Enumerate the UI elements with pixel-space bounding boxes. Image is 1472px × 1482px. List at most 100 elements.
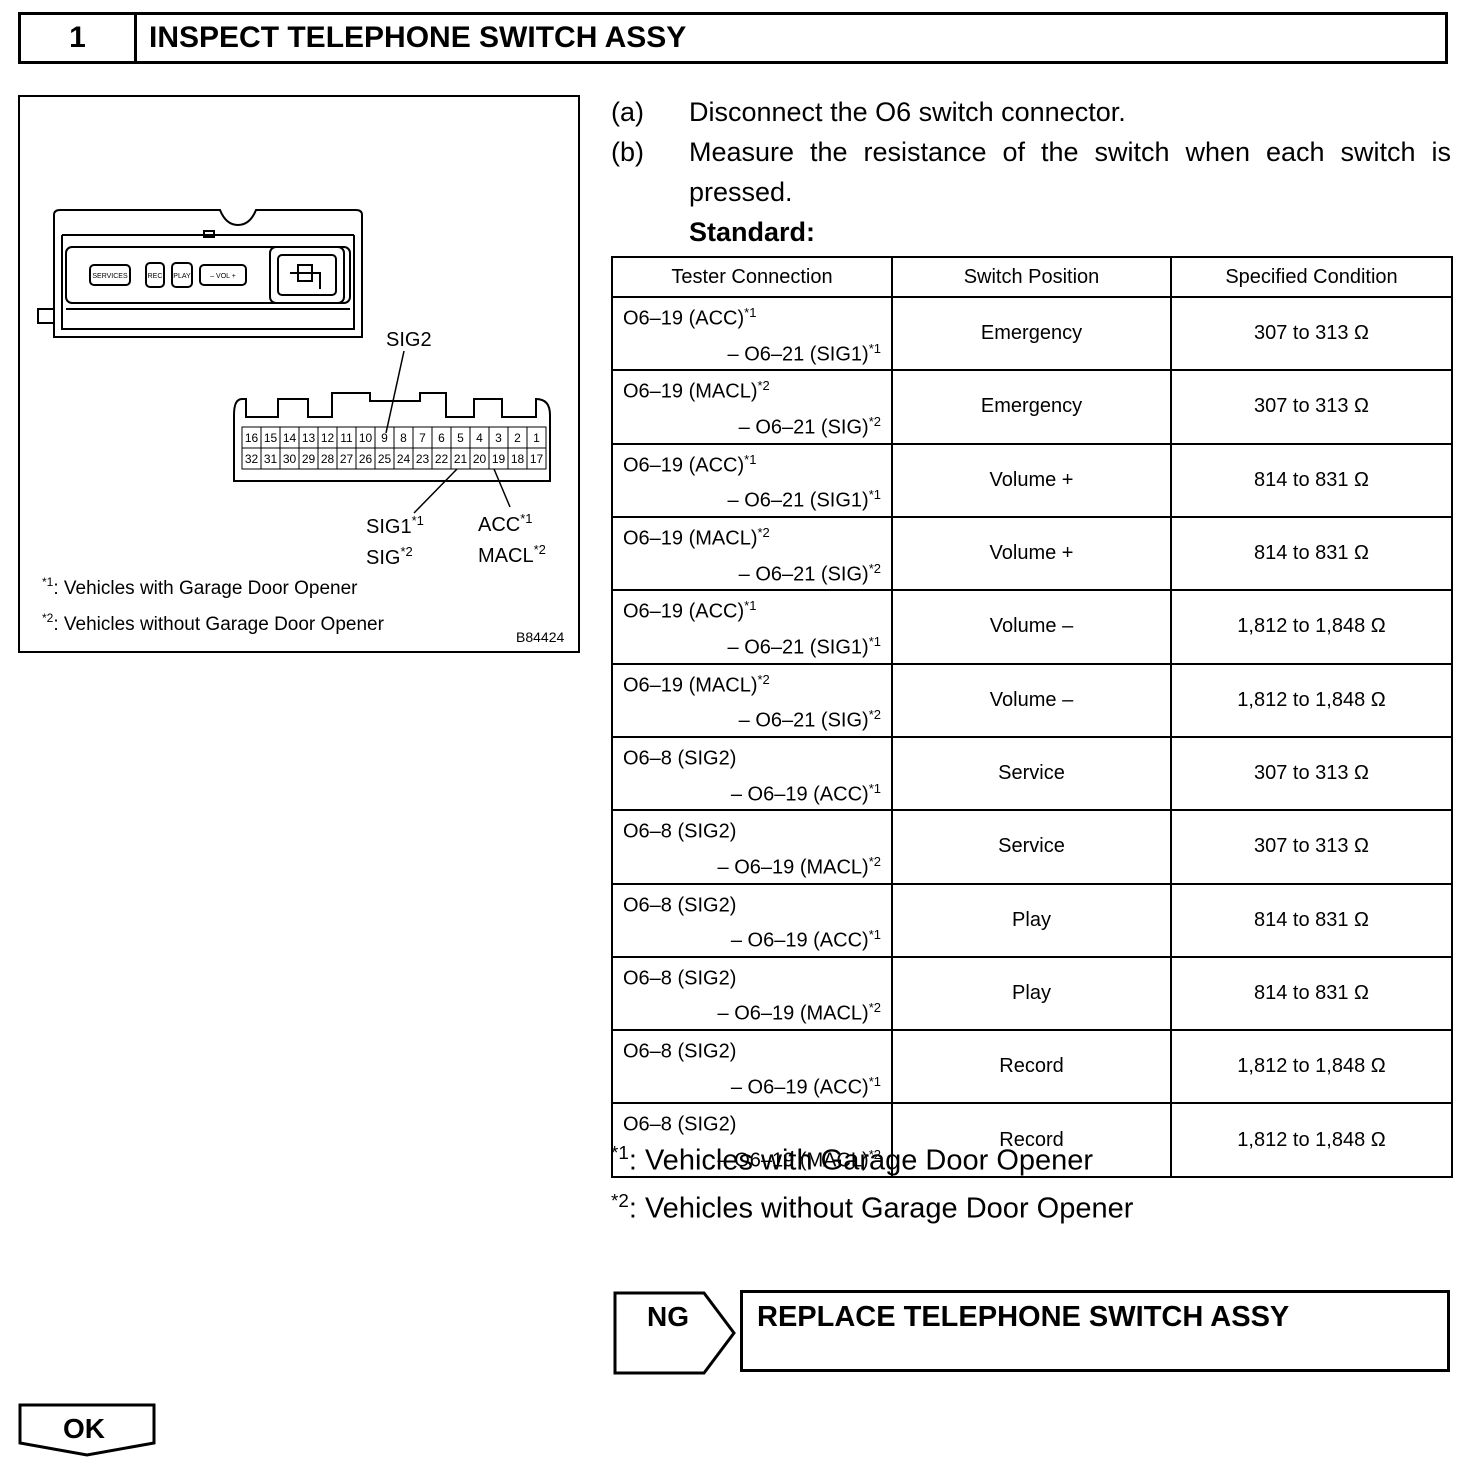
- connector-pin-number: 19: [492, 452, 506, 466]
- connector-pin-number: 21: [454, 452, 468, 466]
- specified-condition-cell: 307 to 313 Ω: [1170, 735, 1453, 812]
- connector-body: [233, 392, 551, 482]
- step-b-text: Measure the resistance of the switch whe…: [689, 137, 1451, 207]
- connector-pin-number: 26: [359, 452, 373, 466]
- connector-pin-number: 25: [378, 452, 392, 466]
- connector-pin-number: 6: [438, 431, 445, 445]
- procedure-steps: (a) Disconnect the O6 switch connector. …: [611, 92, 1451, 252]
- resistance-spec-table: Tester Connection Switch Position Specif…: [611, 256, 1453, 1178]
- acc-label: ACC*1: [478, 511, 533, 536]
- tester-connection-cell: O6–19 (MACL)*2– O6–21 (SIG)*2: [611, 515, 893, 592]
- tester-connection-cell: O6–8 (SIG2)– O6–19 (MACL)*2: [611, 1102, 893, 1178]
- tester-connection-cell: O6–8 (SIG2)– O6–19 (ACC)*1: [611, 735, 893, 812]
- volume-button: [199, 264, 247, 286]
- table-note-2: *2: Vehicles without Garage Door Opener: [611, 1189, 1134, 1225]
- switch-position-cell: Emergency: [891, 295, 1172, 372]
- tester-connection-cell: O6–8 (SIG2)– O6–19 (MACL)*2: [611, 955, 893, 1032]
- connector-pin-number: 27: [340, 452, 354, 466]
- switch-position-cell: Service: [891, 809, 1172, 885]
- specified-condition-cell: 1,812 to 1,848 Ω: [1170, 1102, 1453, 1178]
- volume-button-label: – VOL +: [210, 273, 236, 280]
- sig1-label: SIG1*1: [366, 513, 424, 538]
- connector-pin-number: 14: [283, 431, 297, 445]
- ng-action: REPLACE TELEPHONE SWITCH ASSY: [740, 1290, 1450, 1372]
- specified-condition-cell: 307 to 313 Ω: [1170, 369, 1453, 445]
- connector-pin-number: 31: [264, 452, 278, 466]
- sig-label: SIG*2: [366, 544, 413, 569]
- switch-position-cell: Play: [891, 955, 1172, 1032]
- connector-pin-number: 16: [245, 431, 259, 445]
- specified-condition-cell: 814 to 831 Ω: [1170, 882, 1453, 958]
- connector-pin-number: 7: [419, 431, 426, 445]
- connector-pin-number: 9: [381, 431, 388, 445]
- connector-pin-number: 5: [457, 431, 464, 445]
- connector-pin-number: 2: [514, 431, 521, 445]
- tester-connection-cell: O6–8 (SIG2)– O6–19 (ACC)*1: [611, 1029, 893, 1105]
- connector-pin-number: 10: [359, 431, 373, 445]
- specified-condition-cell: 1,812 to 1,848 Ω: [1170, 589, 1453, 665]
- specified-condition-cell: 1,812 to 1,848 Ω: [1170, 662, 1453, 738]
- connector-pin-number: 23: [416, 452, 430, 466]
- specified-condition-cell: 307 to 313 Ω: [1170, 809, 1453, 885]
- connector-pin-number: 13: [302, 431, 316, 445]
- tester-connection-cell: O6–19 (MACL)*2– O6–21 (SIG)*2: [611, 369, 893, 445]
- col-header-specified-condition: Specified Condition: [1170, 256, 1453, 298]
- play-button: [171, 262, 193, 288]
- callout-lines: [385, 350, 511, 514]
- switch-position-cell: Volume +: [891, 442, 1172, 518]
- connector-pin-number: 18: [511, 452, 525, 466]
- ng-label: NG: [647, 1301, 689, 1332]
- connector-pin-number: 30: [283, 452, 297, 466]
- switch-buttons: SERVICES REC PLAY – VOL +: [89, 262, 247, 288]
- specified-condition-cell: 814 to 831 Ω: [1170, 955, 1453, 1032]
- connector-pin-number: 12: [321, 431, 335, 445]
- connector-pin-number: 28: [321, 452, 335, 466]
- connector-pin-number: 4: [476, 431, 483, 445]
- switch-position-cell: Play: [891, 882, 1172, 958]
- specified-condition-cell: 307 to 313 Ω: [1170, 295, 1453, 372]
- connector-pin-number: 20: [473, 452, 487, 466]
- figure-code: B84424: [516, 629, 564, 645]
- connector-pin-number: 1: [533, 431, 540, 445]
- tester-connection-cell: O6–8 (SIG2)– O6–19 (MACL)*2: [611, 809, 893, 885]
- switch-position-cell: Volume –: [891, 662, 1172, 738]
- tester-connection-cell: O6–19 (ACC)*1– O6–21 (SIG1)*1: [611, 442, 893, 518]
- specified-condition-cell: 814 to 831 Ω: [1170, 515, 1453, 592]
- switch-position-cell: Volume +: [891, 515, 1172, 592]
- switch-housing: [37, 209, 363, 338]
- step-a-text: Disconnect the O6 switch connector.: [689, 97, 1126, 127]
- connector-pin-number: 29: [302, 452, 316, 466]
- switch-position-cell: Record: [891, 1029, 1172, 1105]
- figure-note-2: *2: Vehicles without Garage Door Opener: [42, 611, 385, 635]
- figure-note-1: *1: Vehicles with Garage Door Opener: [42, 575, 358, 599]
- step-b-label: (b): [611, 137, 644, 167]
- step-title: INSPECT TELEPHONE SWITCH ASSY: [149, 21, 687, 54]
- switch-position-cell: Record: [891, 1102, 1172, 1178]
- step-header: 1 INSPECT TELEPHONE SWITCH ASSY: [18, 12, 1448, 64]
- specified-condition-cell: 814 to 831 Ω: [1170, 442, 1453, 518]
- col-header-switch-position: Switch Position: [891, 256, 1172, 298]
- step-a-label: (a): [611, 97, 644, 127]
- tester-connection-cell: O6–19 (ACC)*1– O6–21 (SIG1)*1: [611, 295, 893, 372]
- col-header-tester-connection: Tester Connection: [611, 256, 893, 298]
- step-number: 1: [21, 15, 137, 61]
- connector-pin-number: 3: [495, 431, 502, 445]
- switch-position-cell: Volume –: [891, 589, 1172, 665]
- sig2-label: SIG2: [386, 329, 432, 351]
- connector-pin-number: 32: [245, 452, 259, 466]
- services-button: [89, 264, 131, 286]
- specified-condition-cell: 1,812 to 1,848 Ω: [1170, 1029, 1453, 1105]
